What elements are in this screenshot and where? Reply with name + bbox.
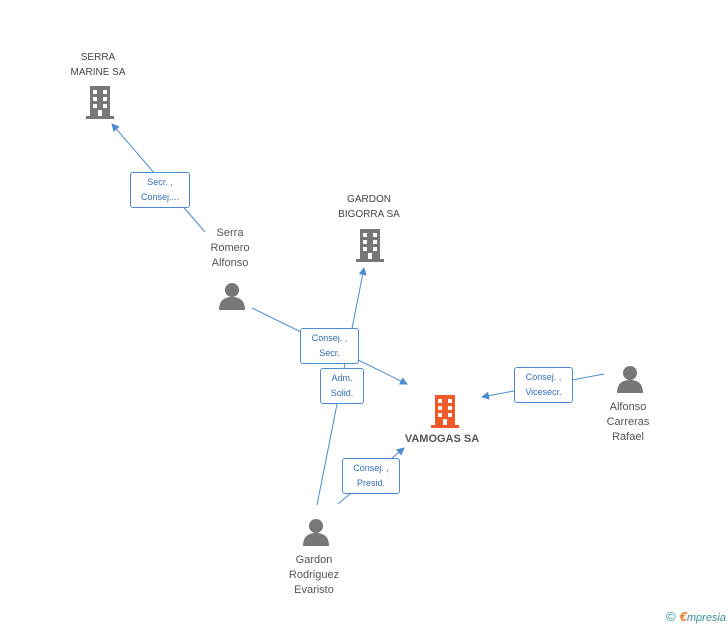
brand-logo: €mpresia: [679, 609, 726, 624]
edge-label-alfonso-vamogas[interactable]: Consej. , Vicesecr.: [514, 367, 573, 403]
vamogas-label: VAMOGAS SA: [404, 433, 480, 445]
building-icon[interactable]: [84, 84, 116, 120]
copyright-icon: ©: [666, 609, 676, 624]
serra-marine-label: SERRA MARINE SA: [70, 52, 126, 78]
edge-label-serra-vamogas[interactable]: Consej. , Secr.: [300, 328, 359, 364]
footer-brand: © €mpresia: [666, 609, 726, 624]
gardon-bigorra-label: GARDON BIGORRA SA: [338, 194, 400, 220]
building-icon[interactable]: [429, 393, 461, 429]
person-icon[interactable]: [615, 364, 645, 394]
serra-romero-label: Serra Romero Alfonso: [210, 227, 250, 269]
person-icon[interactable]: [217, 281, 247, 311]
edge-label-serra-marine[interactable]: Secr. , Consej....: [130, 172, 190, 208]
edge-label-gardon-vamogas[interactable]: Consej. , Presid.: [342, 458, 400, 494]
alfonso-carreras-label: Alfonso Carreras Rafael: [606, 401, 650, 443]
gardon-rodriguez-label: Gardon Rodriguez Evaristo: [288, 554, 340, 596]
building-icon[interactable]: [354, 227, 386, 263]
person-icon[interactable]: [301, 517, 331, 547]
edge-label-gardon-bigorra[interactable]: Adm. Solid.: [320, 368, 364, 404]
